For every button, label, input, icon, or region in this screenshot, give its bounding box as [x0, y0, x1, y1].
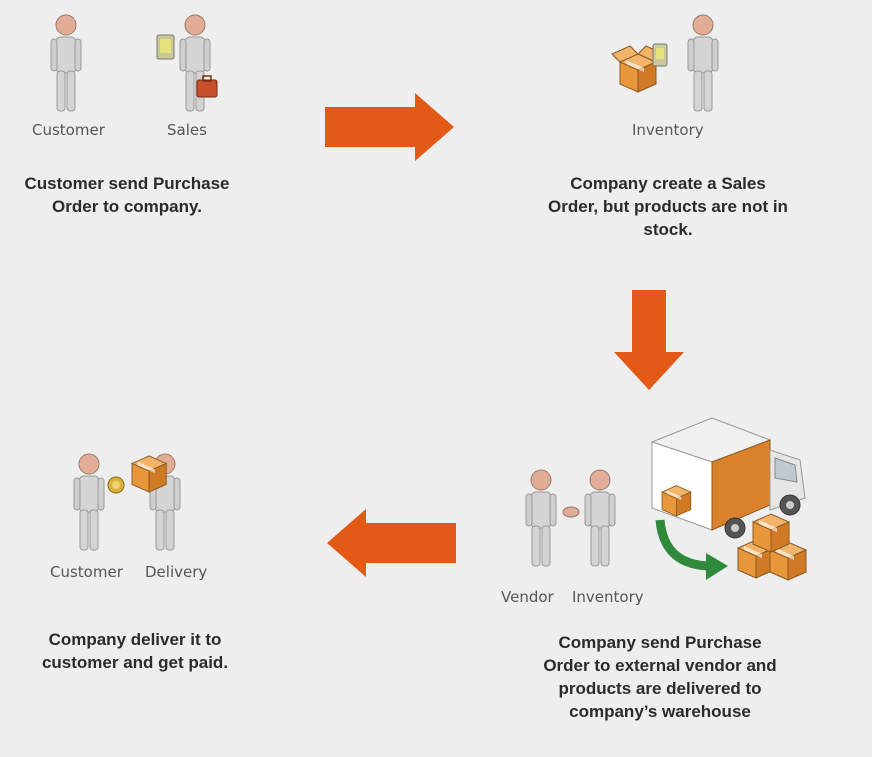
step-description: Company deliver it to customer and get p… — [41, 630, 229, 672]
scanner-icon — [652, 43, 668, 67]
role-label-vendor: Vendor — [501, 588, 554, 606]
left-arrow-icon — [327, 509, 456, 577]
truck-icon — [650, 417, 806, 539]
tablet-icon — [156, 34, 175, 60]
down-arrow-icon — [614, 290, 684, 390]
delivery-box-icon — [131, 455, 167, 493]
customer-person-icon — [50, 14, 82, 112]
right-arrow-icon — [325, 93, 454, 161]
role-label-customer: Customer — [32, 121, 105, 139]
step-description: Company create a Sales Order, but produc… — [548, 174, 788, 239]
vendor-person-icon — [525, 469, 557, 567]
handshake-icon — [562, 506, 580, 518]
role-label-inventory: Inventory — [632, 121, 704, 139]
box-stack-icon — [737, 513, 807, 581]
inventory-person-icon — [687, 14, 719, 112]
role-label-delivery: Delivery — [145, 563, 208, 581]
role-label-customer: Customer — [50, 563, 123, 581]
briefcase-icon — [196, 75, 218, 98]
role-label-sales: Sales — [167, 121, 207, 139]
customer-person-icon — [73, 453, 105, 551]
curved-arrow-icon — [655, 519, 728, 580]
coin-icon — [107, 476, 125, 494]
step-description: Company send Purchase Order to external … — [543, 633, 777, 721]
inventory-person-icon — [584, 469, 616, 567]
step-description: Customer send Purchase Order to company. — [24, 174, 230, 216]
role-label-inventory: Inventory — [572, 588, 644, 606]
